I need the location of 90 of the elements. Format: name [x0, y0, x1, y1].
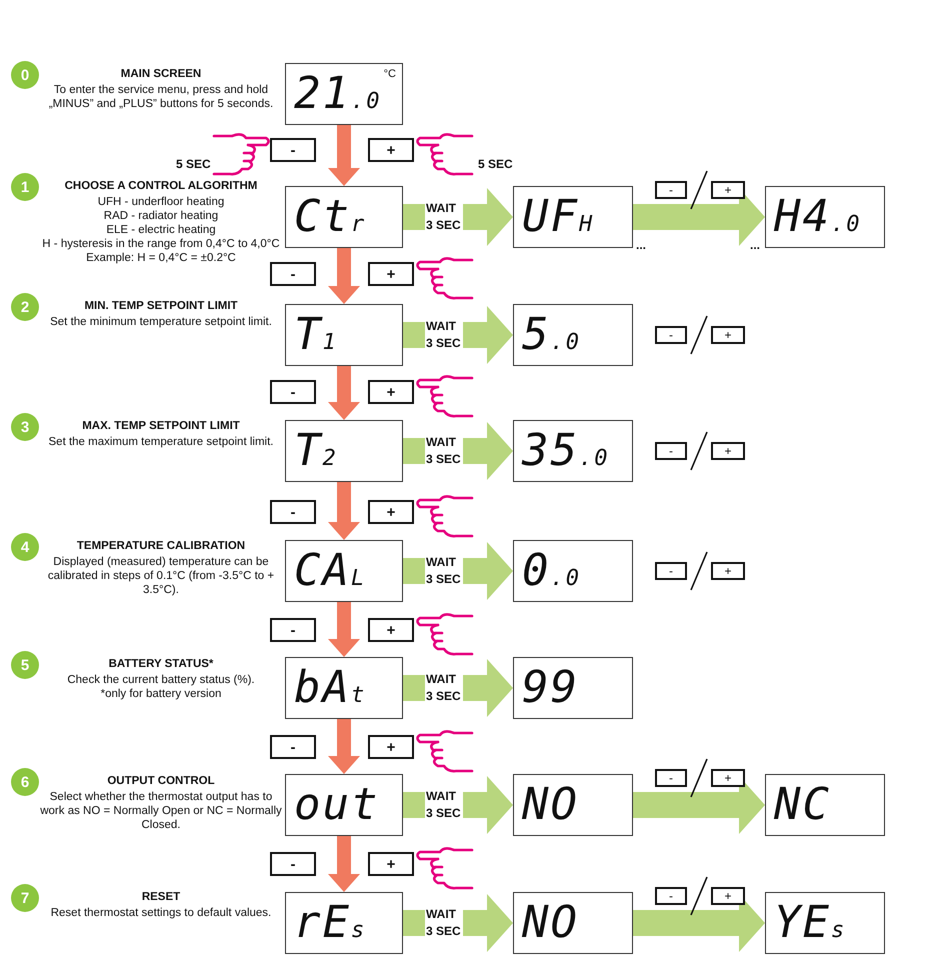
lcd-display: [285, 420, 403, 482]
unit-label: °C: [384, 68, 396, 80]
lcd-display: [765, 774, 885, 836]
step-description: RAD - radiator heating: [102, 209, 220, 223]
lcd-display: [285, 657, 403, 719]
key-button: -: [270, 138, 316, 162]
step-description: Reset thermostat settings to default values.: [50, 906, 272, 920]
step-description: *only for battery version: [100, 687, 222, 701]
key-button: +: [368, 138, 414, 162]
key-button: -: [655, 181, 687, 199]
display-reading: NC: [774, 783, 831, 827]
step-title: MAX. TEMP SETPOINT LIMIT: [81, 419, 241, 433]
key-button: -: [270, 380, 316, 404]
step-description: Displayed (measured) temperature can be calibrated in steps of 0.1°C (from -3.5°C to + 3.5°C).: [46, 555, 276, 597]
step-description: To enter the service menu, press and hold „MINUS” and „PLUS” buttons for 5 seconds.: [48, 83, 274, 111]
ellipsis: ...: [636, 238, 646, 252]
arrow: [328, 482, 360, 540]
key-button: +: [368, 618, 414, 642]
lcd-display: [513, 186, 633, 248]
step-number-badge: 7: [11, 884, 39, 912]
arrow: [328, 719, 360, 774]
ellipsis: ...: [750, 238, 760, 252]
step-number-badge: 5: [11, 651, 39, 679]
key-button: -: [655, 769, 687, 787]
step-number-badge: 4: [11, 533, 39, 561]
step-description: Set the maximum temperature setpoint limit.: [48, 435, 274, 449]
lcd-display: [513, 304, 633, 366]
key-button: -: [655, 442, 687, 460]
step-description: H - hysteresis in the range from 0,4°C to 4,0°C: [41, 237, 281, 251]
key-button: +: [711, 181, 745, 199]
lcd-display: [513, 420, 633, 482]
key-button: +: [711, 887, 745, 905]
lcd-display: [513, 657, 633, 719]
key-button: +: [711, 326, 745, 344]
key-button: +: [711, 562, 745, 580]
key-button: -: [655, 887, 687, 905]
step-description: UFH - underfloor heating: [96, 195, 226, 209]
step-description: ELE - electric heating: [105, 223, 217, 237]
step-description: Check the current battery status (%).: [66, 673, 256, 687]
step-title: CHOOSE A CONTROL ALGORITHM: [64, 179, 258, 193]
step-number-badge: 3: [11, 413, 39, 441]
display-reading: NO: [522, 783, 579, 827]
lcd-display: [285, 63, 403, 125]
key-button: +: [368, 500, 414, 524]
key-button: -: [270, 262, 316, 286]
step-title: MIN. TEMP SETPOINT LIMIT: [83, 299, 239, 313]
display-reading: NO: [522, 901, 579, 945]
lcd-display: [285, 892, 403, 954]
key-button: -: [655, 326, 687, 344]
step-number-badge: 2: [11, 293, 39, 321]
step-description: Set the minimum temperature setpoint limit.: [49, 315, 273, 329]
key-button: +: [711, 769, 745, 787]
key-button: -: [270, 618, 316, 642]
duration-label: 5 SEC: [176, 157, 211, 171]
arrow: [328, 602, 360, 657]
key-button: -: [270, 852, 316, 876]
lcd-display: [513, 540, 633, 602]
lcd-display: [285, 186, 403, 248]
arrow: [328, 125, 360, 186]
lcd-display: [513, 774, 633, 836]
key-button: +: [368, 262, 414, 286]
arrow: [328, 366, 360, 420]
step-number-badge: 1: [11, 173, 39, 201]
display-reading: 99: [522, 666, 579, 710]
key-button: +: [368, 735, 414, 759]
step-number-badge: 6: [11, 768, 39, 796]
step-title: RESET: [140, 890, 182, 904]
step-number-badge: 0: [11, 61, 39, 89]
arrow: [328, 248, 360, 304]
lcd-display: [765, 892, 885, 954]
key-button: +: [368, 852, 414, 876]
display-reading: out: [294, 783, 380, 827]
step-title: MAIN SCREEN: [120, 67, 202, 81]
lcd-display: [285, 540, 403, 602]
step-description: Select whether the thermostat output has to work as NO = Normally Open or NC = Normally Closed.: [40, 790, 282, 832]
duration-label: 5 SEC: [478, 157, 513, 171]
lcd-display: [765, 186, 885, 248]
lcd-display: [285, 774, 403, 836]
key-button: -: [655, 562, 687, 580]
step-title: TEMPERATURE CALIBRATION: [76, 539, 246, 553]
arrow: [328, 836, 360, 892]
step-description: Example: H = 0,4°C = ±0.2°C: [85, 251, 237, 265]
lcd-display: [285, 304, 403, 366]
key-button: +: [368, 380, 414, 404]
lcd-display: [513, 892, 633, 954]
step-title: OUTPUT CONTROL: [106, 774, 216, 788]
key-button: -: [270, 500, 316, 524]
key-button: +: [711, 442, 745, 460]
key-button: -: [270, 735, 316, 759]
step-title: BATTERY STATUS*: [108, 657, 214, 671]
